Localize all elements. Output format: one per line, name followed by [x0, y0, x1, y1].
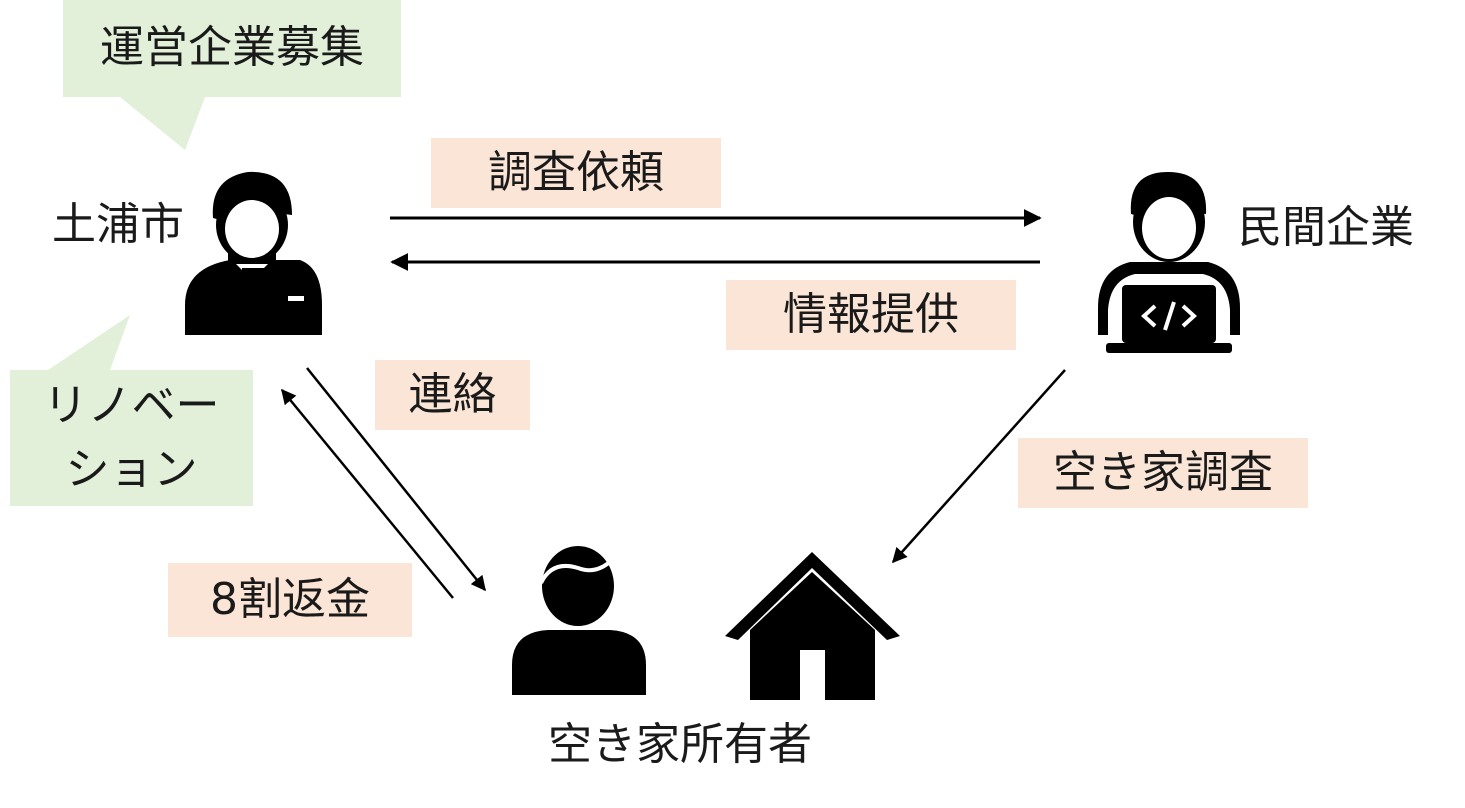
callout-renovation-line2: ション: [65, 444, 198, 495]
callout-recruit-text: 運営企業募集: [100, 22, 364, 74]
person-icon: [512, 546, 646, 695]
node-label-company: 民間企業: [1238, 202, 1414, 253]
node-label-city: 土浦市: [52, 199, 184, 250]
businessman-icon: [185, 171, 322, 335]
callout-recruit: 運営企業募集: [63, 0, 401, 97]
edge-label-contact: 連絡: [375, 360, 530, 430]
edge-label-refund: 8割返金: [168, 563, 412, 637]
arrow-city-to-owner: [306, 367, 486, 592]
arrow-company-to-house: [891, 369, 1066, 564]
arrow-owner-to-city: [281, 388, 454, 599]
edge-label-vacant-survey: 空き家調査: [1018, 438, 1308, 508]
callout-renovation-line1: リノベー: [43, 380, 220, 432]
edge-label-info-provide: 情報提供: [726, 280, 1016, 350]
house-icon: [725, 552, 900, 700]
callout-recruit-tail: [120, 97, 205, 150]
callout-renovation: リノベー ション: [10, 370, 253, 506]
developer-laptop-icon: [1098, 172, 1240, 353]
node-label-owner: 空き家所有者: [548, 719, 812, 770]
callout-renovation-tail: [48, 315, 130, 370]
edge-label-survey-request: 調査依頼: [431, 138, 721, 208]
